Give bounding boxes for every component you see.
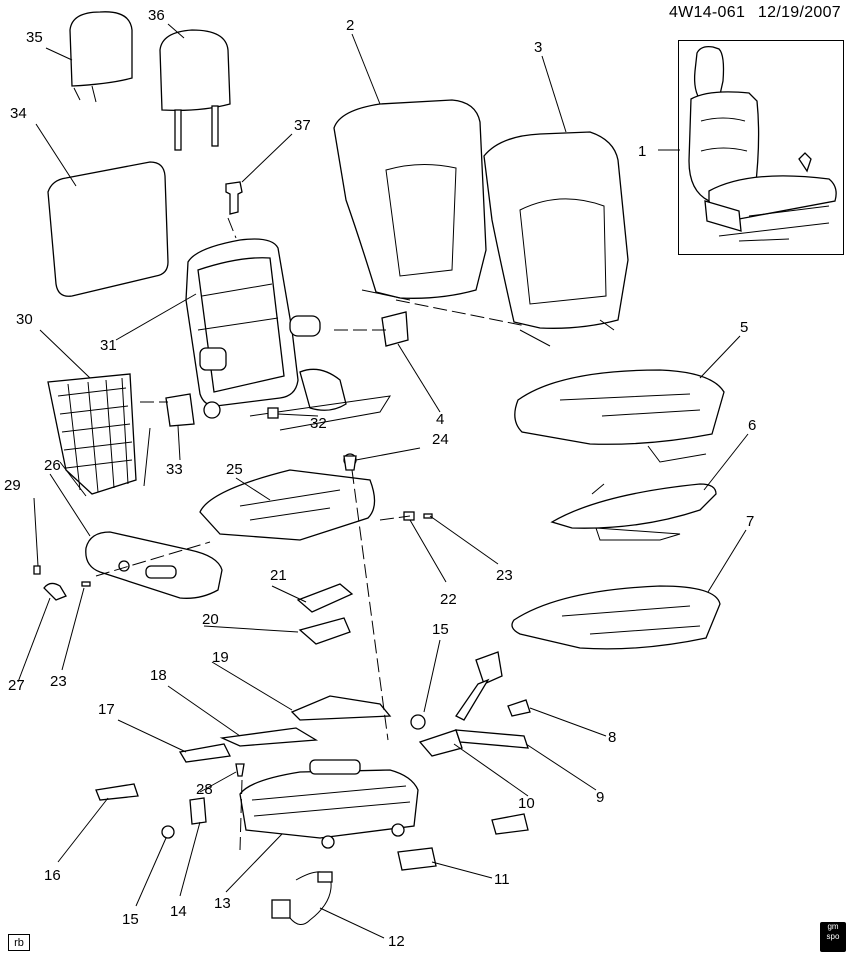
- part-6-seat-pan-insert: [550, 483, 717, 541]
- callout-20: 20: [202, 611, 219, 628]
- leader-lines: [17, 23, 749, 939]
- corner-tag: rb: [8, 934, 30, 951]
- part-36-headrest: [159, 29, 231, 151]
- callout-30: 30: [16, 311, 33, 328]
- callout-37: 37: [294, 117, 311, 134]
- callout-18: 18: [150, 667, 167, 684]
- part-23-screw-right: [423, 513, 433, 519]
- callout-16: 16: [44, 867, 61, 884]
- part-11-cover-a: [491, 813, 529, 835]
- part-3-seatback-cushion: [483, 131, 629, 347]
- callout-5: 5: [740, 319, 748, 336]
- part-16-cover: [95, 783, 139, 801]
- part-23-screw-left: [81, 581, 91, 587]
- logo-line-2: spo: [826, 932, 840, 941]
- part-21-module: [296, 583, 354, 613]
- callout-10: 10: [518, 795, 535, 812]
- callout-1: 1: [638, 143, 646, 160]
- callout-23-right: 23: [496, 567, 513, 584]
- assembled-seat-illustration: [688, 45, 837, 242]
- part-30-lumbar-support: [47, 373, 151, 497]
- callout-34: 34: [10, 105, 27, 122]
- part-4-pad: [381, 311, 409, 347]
- part-12-wiring-harness: [271, 871, 333, 925]
- callout-33: 33: [166, 461, 183, 478]
- part-13-seat-adjuster: [239, 759, 419, 849]
- callout-23-left: 23: [50, 673, 67, 690]
- part-24-bolt: [343, 455, 357, 471]
- diagram-code: 4W14-061: [668, 4, 746, 21]
- callout-28: 28: [196, 781, 213, 798]
- part-2-seatback-cover: [333, 99, 487, 301]
- part-8-bolt: [507, 699, 531, 717]
- part-35-headrest-cover: [69, 11, 133, 103]
- callout-4: 4: [436, 411, 444, 428]
- callout-31: 31: [100, 337, 117, 354]
- diagram-header: 4W14-061 12/19/2007: [661, 4, 841, 22]
- part-27-recliner-handle: [43, 582, 67, 601]
- part-31-seatback-frame: [185, 238, 391, 431]
- part-10-seat-belt-buckle: [418, 651, 503, 757]
- callout-labels: 1 2 3 4 5 6 7 8 9 10 11 12 13 14 15 15 1…: [4, 7, 756, 950]
- part-7-seat-cushion: [511, 585, 721, 650]
- gm-spo-logo: gm spo: [820, 922, 846, 952]
- callout-13: 13: [214, 895, 231, 912]
- part-9-rod: [455, 729, 529, 749]
- callout-9: 9: [596, 789, 604, 806]
- part-20-bracket: [298, 617, 351, 645]
- callout-32: 32: [310, 415, 327, 432]
- part-19-plate: [290, 695, 392, 721]
- callout-12: 12: [388, 933, 405, 950]
- callout-25: 25: [226, 461, 243, 478]
- callout-35: 35: [26, 29, 43, 46]
- assembled-seat-inset: [678, 40, 844, 255]
- part-15-bushing-upper: [410, 714, 426, 730]
- part-34-back-panel: [47, 161, 169, 297]
- diagram-date: 12/19/2007: [757, 4, 841, 21]
- callout-3: 3: [534, 39, 542, 56]
- callout-24: 24: [432, 431, 449, 448]
- callout-27: 27: [8, 677, 25, 694]
- part-11-cover-b: [397, 847, 437, 871]
- part-18-plate: [219, 727, 319, 747]
- callout-6: 6: [748, 417, 756, 434]
- part-29-clip: [33, 565, 41, 575]
- callout-2: 2: [346, 17, 354, 34]
- callout-26: 26: [44, 457, 61, 474]
- callout-29: 29: [4, 477, 21, 494]
- callout-36: 36: [148, 7, 165, 24]
- callout-11: 11: [494, 871, 510, 888]
- callout-17: 17: [98, 701, 115, 718]
- part-17-cover: [178, 743, 231, 763]
- logo-line-1: gm: [827, 922, 839, 931]
- callout-19: 19: [212, 649, 229, 666]
- callout-15-lower: 15: [122, 911, 139, 928]
- part-33-pad: [165, 393, 195, 427]
- callout-15-upper: 15: [432, 621, 449, 638]
- part-28-bolt: [235, 763, 245, 777]
- callout-21: 21: [270, 567, 287, 584]
- part-26-side-trim-panel: [85, 531, 223, 599]
- part-14-bracket: [189, 797, 207, 825]
- part-37-headrest-guide: [225, 181, 243, 215]
- part-5-seat-cushion-cover: [514, 369, 725, 463]
- part-15-bushing-lower: [161, 825, 175, 839]
- callout-14: 14: [170, 903, 187, 920]
- callout-7: 7: [746, 513, 754, 530]
- callout-8: 8: [608, 729, 616, 746]
- callout-22: 22: [440, 591, 457, 608]
